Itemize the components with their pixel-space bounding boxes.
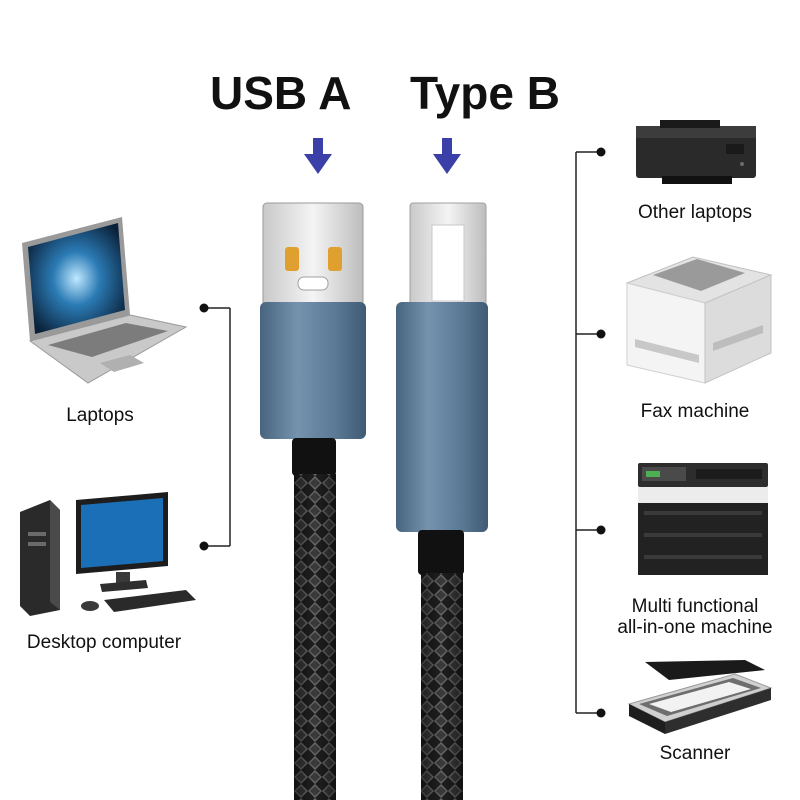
laptops-label: Laptops bbox=[66, 405, 134, 426]
desktop-computer-label: Desktop computer bbox=[26, 632, 182, 653]
usb-a-title: USB A bbox=[210, 67, 352, 119]
printer-icon bbox=[636, 120, 756, 184]
scanner-label: Scanner bbox=[659, 743, 731, 764]
left-bracket bbox=[205, 307, 231, 547]
all-in-one-machine-icon bbox=[638, 463, 768, 575]
right-bracket bbox=[575, 151, 600, 714]
other-laptops-label: Other laptops bbox=[637, 202, 753, 223]
fax-machine-label: Fax machine bbox=[640, 401, 750, 422]
type-b-title: Type B bbox=[410, 67, 560, 119]
usb-a-connector bbox=[260, 202, 366, 800]
type-b-arrow-icon bbox=[433, 138, 461, 174]
type-b-connector bbox=[396, 202, 488, 800]
all-in-one-label-line1: Multi functional bbox=[631, 596, 759, 617]
usb-a-arrow-icon bbox=[304, 138, 332, 174]
laptop-icon bbox=[22, 217, 188, 384]
fax-machine-icon bbox=[625, 256, 773, 384]
all-in-one-label-line2: all-in-one machine bbox=[617, 617, 773, 638]
scanner-icon bbox=[627, 660, 773, 734]
desktop-computer-icon bbox=[20, 492, 196, 616]
